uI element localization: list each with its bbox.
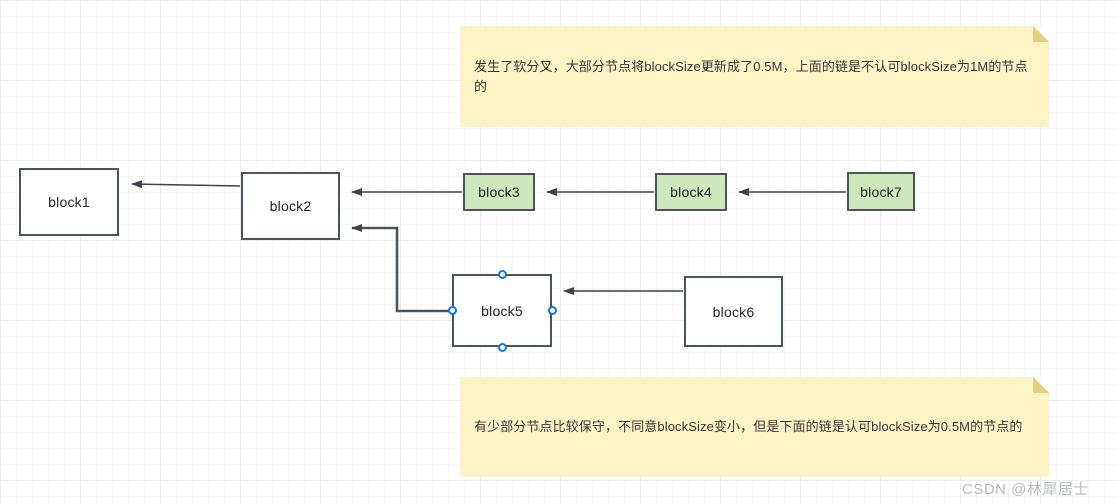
note-top-text: 发生了软分叉，大部分节点将blockSize更新成了0.5M，上面的链是不认可b… [474,59,1028,94]
node-label: block1 [48,194,90,210]
note-fold-icon [1033,377,1049,393]
node-block3[interactable]: block3 [463,173,535,211]
note-bottom-text: 有少部分节点比较保守，不同意blockSize变小，但是下面的链是认可block… [474,419,1023,435]
node-block5[interactable]: block5 [452,274,552,347]
resize-handle-right[interactable] [547,306,557,315]
node-block4[interactable]: block4 [655,173,727,211]
node-label: block2 [269,198,312,214]
node-label: block3 [478,184,520,200]
csdn-watermark: CSDN @林犀居士 [962,481,1089,498]
node-block7[interactable]: block7 [847,172,915,211]
node-block6[interactable]: block6 [684,276,783,347]
node-label: block6 [712,303,755,320]
edge-block5-block2[interactable] [351,224,452,313]
note-bottom[interactable]: 有少部分节点比较保守，不同意blockSize变小，但是下面的链是认可block… [460,377,1049,477]
note-top[interactable]: 发生了软分叉，大部分节点将blockSize更新成了0.5M，上面的链是不认可b… [460,26,1049,127]
resize-handle-left[interactable] [447,306,457,315]
resize-handle-bottom[interactable] [497,342,507,352]
node-label: block4 [670,184,712,200]
node-block1[interactable]: block1 [19,168,119,236]
node-label: block7 [860,183,902,200]
edge-block2-block1[interactable] [131,180,241,189]
note-fold-icon [1033,26,1049,42]
node-label: block5 [481,302,523,319]
node-block2[interactable]: block2 [241,172,340,240]
resize-handle-top[interactable] [497,269,507,279]
